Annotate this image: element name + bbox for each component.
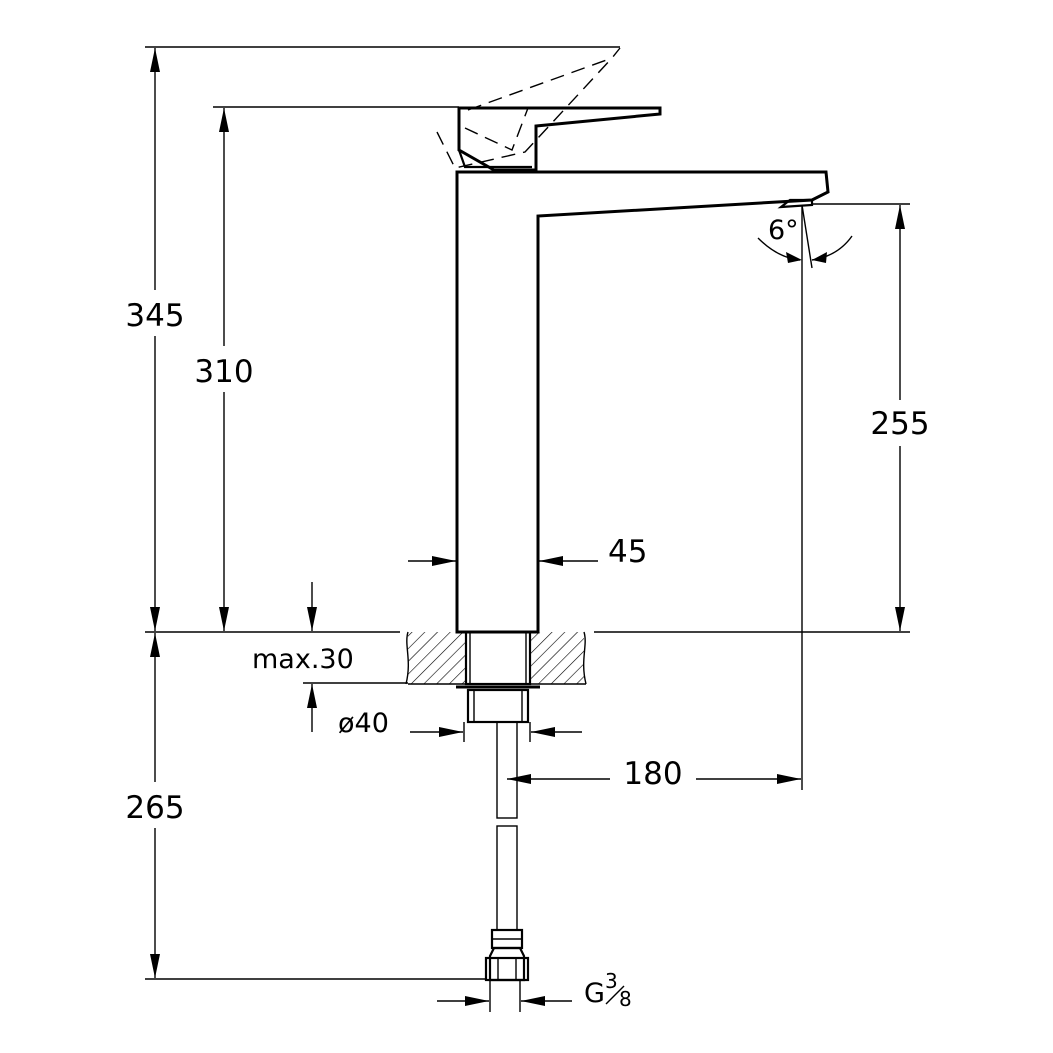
dim-45-label: 45 xyxy=(608,534,647,570)
countertop-section xyxy=(405,630,587,724)
dimension-max30: max.30 xyxy=(252,582,354,732)
dimension-265: 265 xyxy=(125,633,185,978)
dimension-angle: 6° xyxy=(757,204,853,269)
dim-310-label: 310 xyxy=(194,354,253,390)
dim-265-label: 265 xyxy=(125,790,184,826)
angle-label: 6° xyxy=(768,215,799,246)
dimension-g38: G 3 8 xyxy=(437,969,632,1011)
connection-g-label: G xyxy=(584,978,605,1009)
dim-345-label: 345 xyxy=(125,298,184,334)
dim-255-label: 255 xyxy=(870,406,929,442)
dimension-45: 45 xyxy=(408,534,647,570)
dimension-180: 180 xyxy=(507,756,801,792)
hose xyxy=(484,721,530,982)
extension-lines xyxy=(145,46,910,1012)
dim-max30-label: max.30 xyxy=(252,644,354,675)
connection-numerator: 3 xyxy=(605,969,618,993)
dim-180-label: 180 xyxy=(623,756,682,792)
dim-dia40-label: ø40 xyxy=(338,708,389,739)
dimension-345: 345 xyxy=(125,48,185,631)
connection-denominator: 8 xyxy=(619,987,632,1011)
faucet-body xyxy=(436,47,830,634)
dimension-310: 310 xyxy=(194,108,254,631)
dimension-dia40: ø40 xyxy=(338,708,582,739)
dimension-255: 255 xyxy=(870,205,930,631)
